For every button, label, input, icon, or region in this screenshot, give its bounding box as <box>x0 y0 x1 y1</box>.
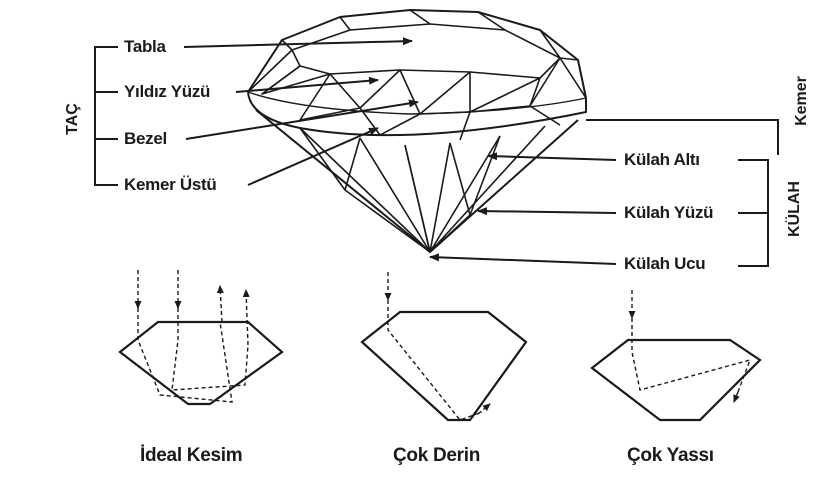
caption-too-shallow: Çok Yassı <box>627 445 714 467</box>
label-bezel: Bezel <box>124 129 167 149</box>
deep-cut-figure <box>362 272 526 420</box>
crown-bracket <box>95 47 118 185</box>
label-yildiz-yuzu: Yıldız Yüzü <box>124 82 210 102</box>
diamond-illustration <box>248 10 586 252</box>
ideal-cut-figure <box>120 270 282 404</box>
caption-ideal-cut: İdeal Kesim <box>140 445 242 467</box>
pavilion-bracket <box>738 160 768 266</box>
label-kulah-ucu: Külah Ucu <box>624 254 705 274</box>
label-kulah-alti: Külah Altı <box>624 150 700 170</box>
caption-too-deep: Çok Derin <box>393 445 480 467</box>
pavilion-group-label: KÜLAH <box>786 174 804 244</box>
crown-group-label: TAÇ <box>64 94 82 144</box>
girdle-label: Kemer <box>793 69 811 133</box>
label-tabla: Tabla <box>124 37 166 57</box>
label-kemer-ustu: Kemer Üstü <box>124 175 216 195</box>
shallow-cut-figure <box>592 290 760 420</box>
label-kulah-yuzu: Külah Yüzü <box>624 203 713 223</box>
